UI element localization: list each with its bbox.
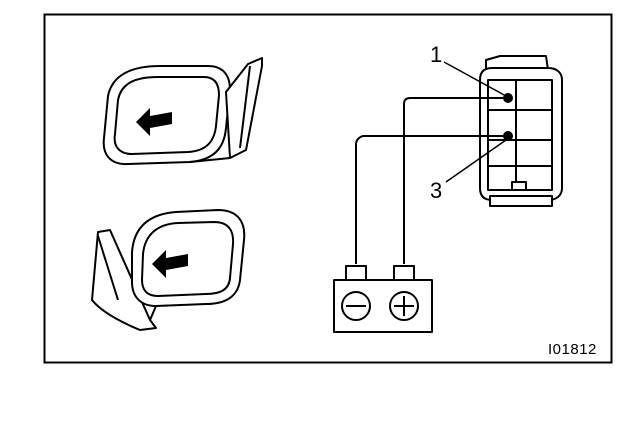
figure-code: I01812 <box>548 341 597 358</box>
positive-terminal-icon <box>389 291 419 321</box>
negative-terminal-icon <box>341 291 371 321</box>
wire-positive <box>403 97 508 264</box>
callout-pin-3: 3 <box>430 178 443 203</box>
callout-pin-1: 1 <box>430 42 443 67</box>
figure-frame <box>43 13 613 364</box>
arrow-icon-lower <box>152 250 188 278</box>
arrow-icon-upper <box>136 108 172 136</box>
mirror-upper <box>102 57 263 166</box>
battery <box>333 265 433 333</box>
leader-line-1 <box>443 61 507 97</box>
leader-line-3 <box>445 139 507 183</box>
wire-negative <box>355 135 508 264</box>
mirror-lower <box>91 209 246 331</box>
frame-border <box>43 13 613 364</box>
mirror-connector <box>479 55 563 207</box>
